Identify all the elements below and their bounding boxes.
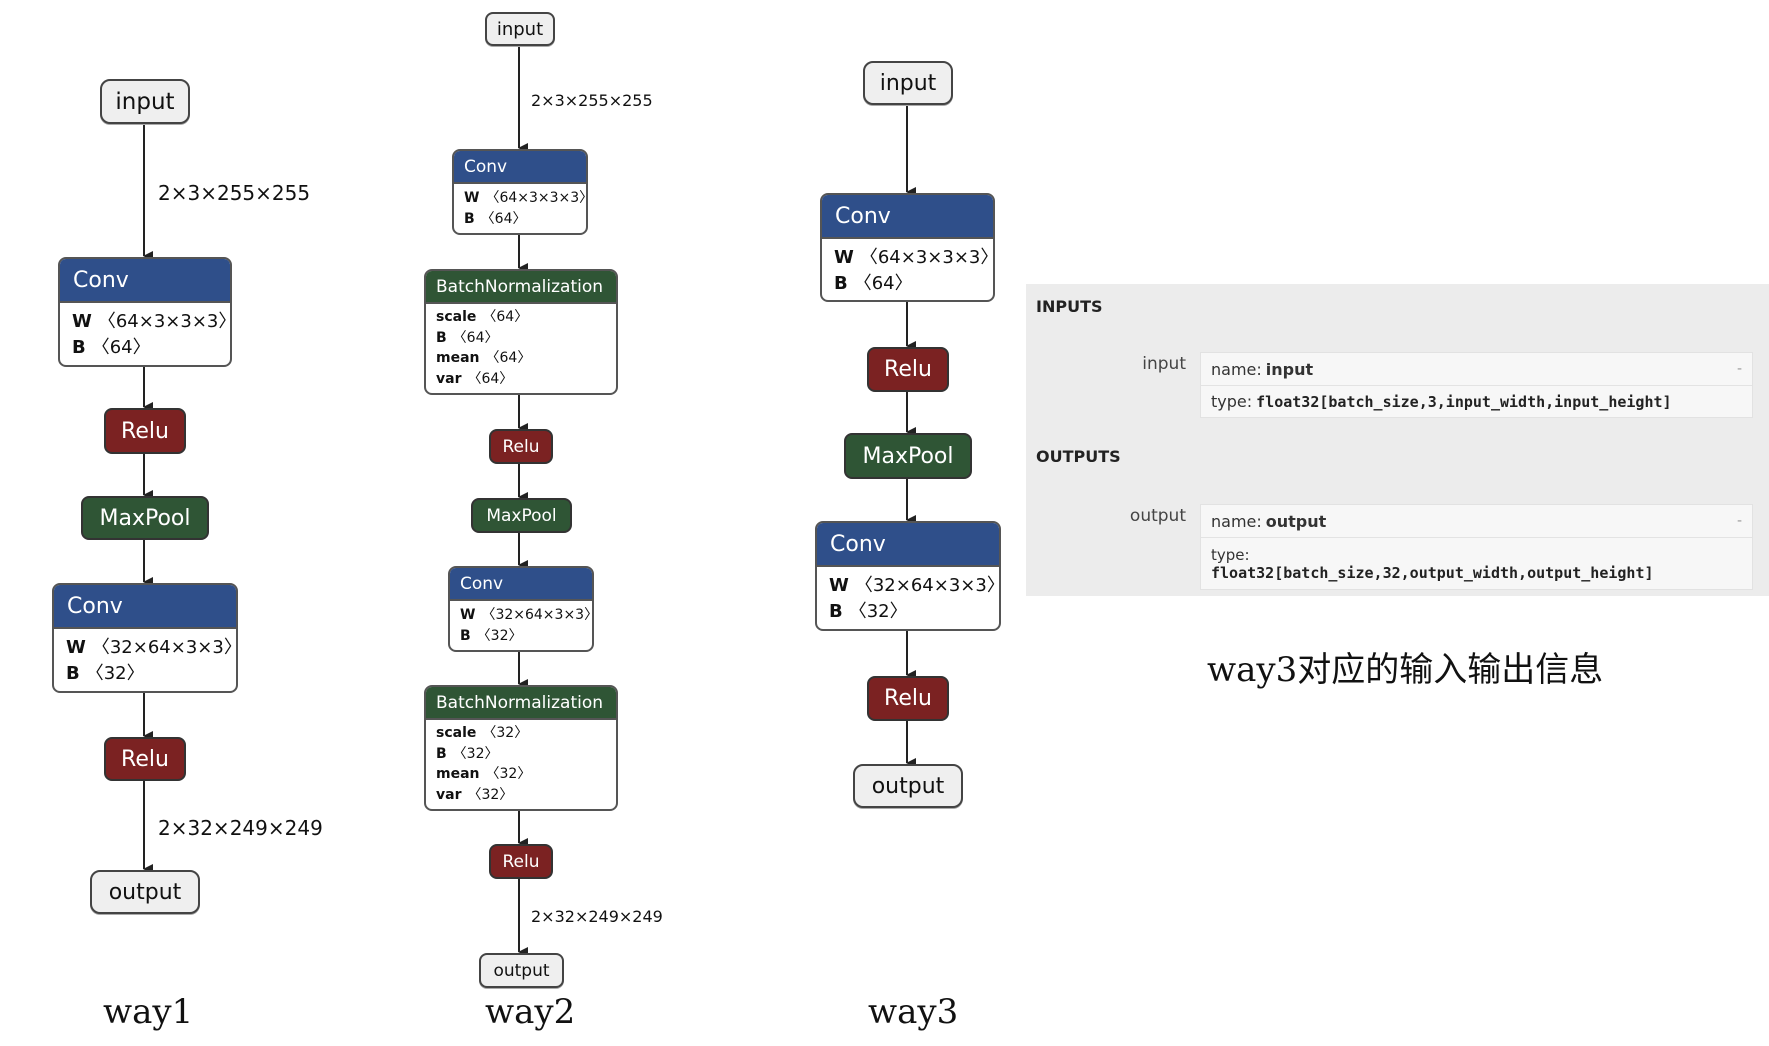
weight-label: W <box>72 311 92 332</box>
bias-label: B <box>829 601 843 622</box>
bias-shape: 〈32〉 <box>452 745 499 762</box>
way2-batchnorm2-title: BatchNormalization <box>426 687 616 720</box>
scale-shape: 〈32〉 <box>482 725 529 741</box>
way2-batchnorm1-title: BatchNormalization <box>426 271 616 304</box>
way3-output-node[interactable]: output <box>853 764 963 808</box>
way2-conv1-node[interactable]: Conv W 〈64×3×3×3〉 B 〈64〉 <box>452 149 588 235</box>
way1-relu2-node[interactable]: Relu <box>104 737 186 781</box>
name-label: name: <box>1211 359 1262 379</box>
way3-relu2-node[interactable]: Relu <box>867 676 949 721</box>
var-label: var <box>436 370 462 387</box>
way2-output-shape: 2×32×249×249 <box>531 907 663 926</box>
way3-caption: way3 <box>868 992 959 1032</box>
bias-label: B <box>436 745 447 762</box>
way2-conv1-title: Conv <box>454 151 586 184</box>
mean-label: mean <box>436 350 480 366</box>
input-type-value: float32[batch_size,3,input_width,input_h… <box>1256 392 1672 411</box>
io-properties-panel: INPUTS input name: input - type: float32… <box>1026 284 1769 596</box>
way2-input-shape: 2×3×255×255 <box>531 91 653 110</box>
way2-caption: way2 <box>485 992 576 1032</box>
way2-input-node[interactable]: input <box>485 12 555 46</box>
way3-conv2-title: Conv <box>817 523 999 567</box>
bias-shape: 〈64〉 <box>853 273 913 294</box>
way1-conv2-node[interactable]: Conv W〈32×64×3×3〉 B〈32〉 <box>52 583 238 693</box>
bias-shape: 〈32〉 <box>848 601 908 622</box>
input-argument-name: input <box>1142 354 1186 374</box>
way1-input-shape: 2×3×255×255 <box>158 181 311 205</box>
way2-batchnorm2-node[interactable]: BatchNormalization scale 〈32〉 B 〈32〉 mean 〈… <box>424 685 618 811</box>
way3-conv1-node[interactable]: Conv W〈64×3×3×3〉 B〈64〉 <box>820 193 995 302</box>
var-shape: 〈32〉 <box>467 786 514 803</box>
collapse-toggle[interactable]: - <box>1736 361 1742 377</box>
way3-conv2-node[interactable]: Conv W〈32×64×3×3〉 B〈32〉 <box>815 521 1001 631</box>
outputs-section-title: OUTPUTS <box>1036 447 1121 466</box>
bias-label: B <box>460 628 471 644</box>
mean-label: mean <box>436 766 480 782</box>
way2-output-node[interactable]: output <box>479 953 564 988</box>
output-type-value: float32[batch_size,32,output_width,outpu… <box>1211 563 1654 582</box>
bias-label: B <box>834 273 848 294</box>
way1-relu1-node[interactable]: Relu <box>104 408 186 454</box>
weight-shape: 〈64×3×3×3〉 <box>485 190 588 206</box>
weight-shape: 〈64×3×3×3〉 <box>859 247 995 268</box>
way2-conv2-title: Conv <box>450 568 592 601</box>
way2-batchnorm1-node[interactable]: BatchNormalization scale 〈64〉 B 〈64〉 mean 〈… <box>424 269 618 395</box>
way1-input-node[interactable]: input <box>100 79 190 124</box>
weight-label: W <box>66 637 86 658</box>
way3-relu1-node[interactable]: Relu <box>867 347 949 392</box>
input-argument-card[interactable]: name: input - type: float32[batch_size,3… <box>1200 352 1753 418</box>
bias-label: B <box>72 337 86 358</box>
bias-shape: 〈32〉 <box>85 663 145 684</box>
bias-label: B <box>436 329 447 346</box>
weight-shape: 〈64×3×3×3〉 <box>97 311 232 332</box>
output-argument-card[interactable]: name: output - type: float32[batch_size,… <box>1200 504 1753 590</box>
way1-caption: way1 <box>103 992 194 1032</box>
mean-shape: 〈32〉 <box>485 766 532 782</box>
way1-conv1-node[interactable]: Conv W〈64×3×3×3〉 B〈64〉 <box>58 257 232 367</box>
way1-output-shape: 2×32×249×249 <box>158 816 323 840</box>
weight-label: W <box>464 190 480 206</box>
bias-shape: 〈64〉 <box>480 211 527 227</box>
input-name-value: input <box>1265 359 1314 379</box>
inputs-section-title: INPUTS <box>1036 297 1103 316</box>
weight-shape: 〈32×64×3×3〉 <box>854 575 1001 596</box>
output-argument-name: output <box>1129 506 1186 526</box>
var-shape: 〈64〉 <box>467 370 514 387</box>
type-label: type: <box>1211 392 1253 411</box>
name-label: name: <box>1211 511 1262 531</box>
scale-label: scale <box>436 725 477 741</box>
mean-shape: 〈64〉 <box>485 350 532 366</box>
weight-label: W <box>460 607 476 623</box>
collapse-toggle[interactable]: - <box>1736 513 1742 529</box>
bias-label: B <box>464 211 475 227</box>
way2-relu2-node[interactable]: Relu <box>489 844 553 879</box>
way2-conv2-node[interactable]: Conv W 〈32×64×3×3〉 B 〈32〉 <box>448 566 594 652</box>
way3-input-node[interactable]: input <box>863 61 953 105</box>
way2-maxpool-node[interactable]: MaxPool <box>471 498 572 533</box>
bias-shape: 〈32〉 <box>476 628 523 644</box>
bias-shape: 〈64〉 <box>91 337 151 358</box>
way3-maxpool-node[interactable]: MaxPool <box>844 433 972 479</box>
way1-output-node[interactable]: output <box>90 870 200 914</box>
scale-shape: 〈64〉 <box>482 309 529 325</box>
bias-shape: 〈64〉 <box>452 329 499 346</box>
output-name-value: output <box>1265 511 1327 531</box>
way2-relu1-node[interactable]: Relu <box>489 429 553 464</box>
way1-conv1-title: Conv <box>60 259 230 303</box>
weight-label: W <box>834 247 854 268</box>
panel-caption: way3对应的输入输出信息 <box>1207 650 1604 690</box>
type-label: type: <box>1211 545 1250 564</box>
weight-shape: 〈32×64×3×3〉 <box>91 637 238 658</box>
weight-label: W <box>829 575 849 596</box>
var-label: var <box>436 786 462 803</box>
way1-maxpool-node[interactable]: MaxPool <box>81 496 209 540</box>
scale-label: scale <box>436 309 477 325</box>
weight-shape: 〈32×64×3×3〉 <box>481 607 594 623</box>
way3-conv1-title: Conv <box>822 195 993 239</box>
bias-label: B <box>66 663 80 684</box>
way1-conv2-title: Conv <box>54 585 236 629</box>
